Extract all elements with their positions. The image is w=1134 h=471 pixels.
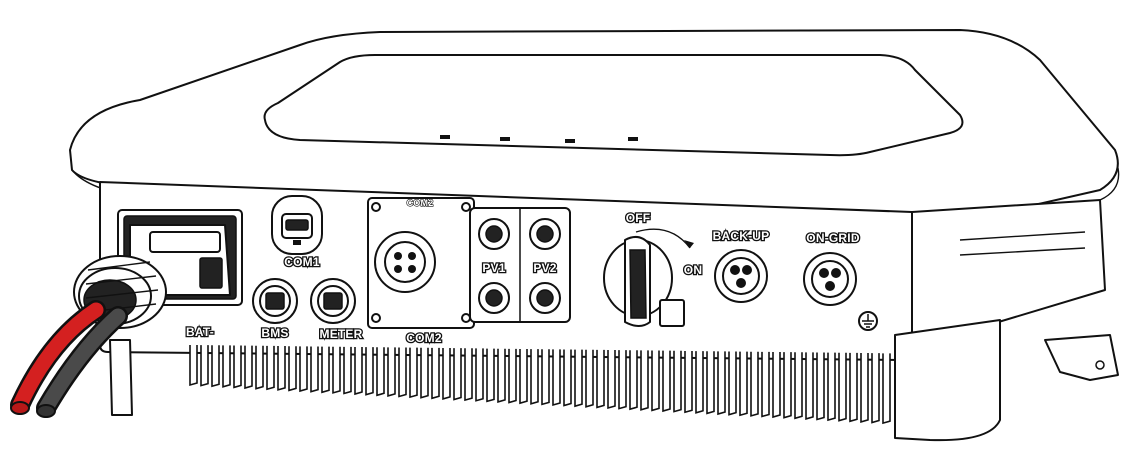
heatsink-fin xyxy=(882,353,891,425)
heatsink-fin xyxy=(376,347,385,397)
com2-top-label: COM2 xyxy=(407,198,434,208)
heatsink-fin xyxy=(794,352,803,420)
heatsink-fin xyxy=(541,349,550,406)
status-led-indicators xyxy=(440,135,638,143)
heatsink-fin xyxy=(728,351,737,416)
heatsink-fin xyxy=(497,348,506,404)
heatsink-fin xyxy=(684,350,693,414)
pv1-label: PV1 xyxy=(482,261,505,275)
heatsink-fin xyxy=(871,353,880,424)
com1-port[interactable]: COM1 xyxy=(271,195,323,270)
heatsink-fin xyxy=(255,345,264,390)
heatsink-fin xyxy=(695,351,704,414)
pv1-connectors[interactable]: PV1 xyxy=(478,218,510,314)
heatsink-fin xyxy=(288,346,297,392)
heatsink-fins xyxy=(189,345,891,425)
heatsink-fin xyxy=(420,347,429,399)
heatsink-fin xyxy=(750,351,759,417)
heatsink-fin xyxy=(431,347,440,400)
heatsink-fin xyxy=(409,347,418,399)
heatsink-fin xyxy=(189,345,198,387)
inverter-lid xyxy=(69,29,1120,228)
heatsink-fin xyxy=(233,345,242,389)
heatsink-fin xyxy=(860,353,869,423)
heatsink-fin xyxy=(530,349,539,405)
heatsink-fin xyxy=(805,352,814,420)
meter-label: METER xyxy=(320,327,363,341)
heatsink-fin xyxy=(453,348,462,401)
bat-connector[interactable]: BAT- xyxy=(10,209,243,418)
switch-off-label: OFF xyxy=(626,211,651,225)
heatsink-fin xyxy=(387,347,396,397)
heatsink-fin xyxy=(640,350,649,411)
heatsink-fin xyxy=(607,350,616,410)
heatsink-fin xyxy=(354,346,363,396)
heatsink-fin xyxy=(244,345,253,390)
backup-port[interactable]: BACK-UP xyxy=(711,228,770,303)
heatsink-fin xyxy=(277,346,286,391)
heatsink-fin xyxy=(442,348,451,400)
heatsink-fin xyxy=(398,347,407,398)
heatsink-fin xyxy=(508,348,517,404)
pv2-connectors[interactable]: PV2 xyxy=(529,218,561,314)
ongrid-label: ON-GRID xyxy=(806,231,860,245)
heatsink-fin xyxy=(849,352,858,423)
dc-switch[interactable]: OFF ON xyxy=(603,210,703,327)
heatsink-fin xyxy=(321,346,330,394)
switch-on-label: ON xyxy=(684,263,702,277)
mounting-bracket xyxy=(109,319,1119,442)
backup-label: BACK-UP xyxy=(713,229,770,243)
heatsink-fin xyxy=(651,350,660,412)
heatsink-fin xyxy=(343,346,352,395)
heatsink-fin xyxy=(310,346,319,393)
heatsink-fin xyxy=(585,349,594,408)
heatsink-fin xyxy=(618,350,627,410)
com2-port[interactable]: COM2 COM2 xyxy=(367,197,475,346)
bms-port[interactable]: BMS xyxy=(252,278,298,341)
heatsink-fin xyxy=(486,348,495,403)
heatsink-fin xyxy=(222,345,231,388)
heatsink-fin xyxy=(739,351,748,417)
heatsink-fin xyxy=(519,348,528,405)
heatsink-fin xyxy=(706,351,715,415)
heatsink-fin xyxy=(332,346,341,394)
heatsink-fin xyxy=(464,348,473,402)
heatsink-fin xyxy=(827,352,836,422)
battery-cables xyxy=(10,300,128,418)
bat-label: BAT- xyxy=(186,325,214,339)
heatsink-fin xyxy=(838,352,847,422)
meter-port[interactable]: METER xyxy=(310,278,364,342)
heatsink-fin xyxy=(200,345,209,387)
heatsink-fin xyxy=(629,350,638,411)
heatsink-fin xyxy=(365,347,374,396)
heatsink-fin xyxy=(761,351,770,418)
heatsink-fin xyxy=(772,351,781,419)
heatsink-fin xyxy=(211,345,220,388)
heatsink-fin xyxy=(673,350,682,413)
bms-label: BMS xyxy=(261,326,288,340)
com1-label: COM1 xyxy=(284,255,320,269)
pv2-label: PV2 xyxy=(533,261,556,275)
heatsink-fin xyxy=(475,348,484,402)
heatsink-fin xyxy=(783,352,792,419)
heatsink-fin xyxy=(662,350,671,413)
com2-bottom-label: COM2 xyxy=(406,331,442,345)
heatsink-fin xyxy=(552,349,561,407)
heatsink-fin xyxy=(717,351,726,416)
heatsink-fin xyxy=(563,349,572,407)
heatsink-fin xyxy=(816,352,825,421)
heatsink-fin xyxy=(574,349,583,408)
ongrid-port[interactable]: ON-GRID xyxy=(803,230,861,306)
ground-symbol-icon xyxy=(858,311,878,331)
heatsink-fin xyxy=(596,349,605,409)
heatsink-fin xyxy=(266,345,275,391)
heatsink-fin xyxy=(299,346,308,393)
